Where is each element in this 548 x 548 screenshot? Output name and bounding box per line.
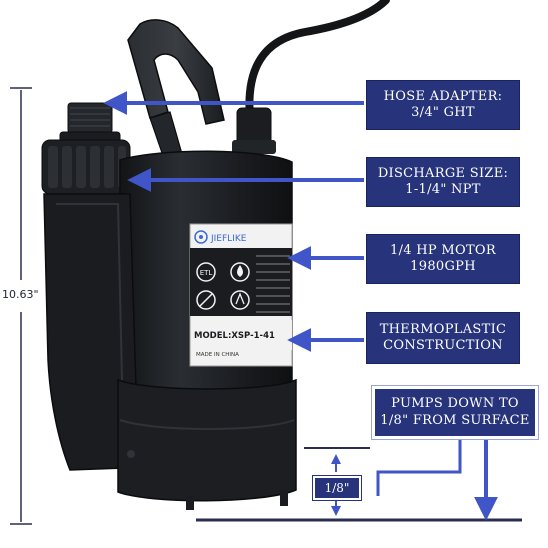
- etl-cert-icon: ETL: [196, 262, 216, 282]
- callout-line: 1/8" FROM SURFACE: [380, 412, 530, 428]
- callout-line: 1/4 HP MOTOR: [390, 242, 496, 258]
- callout-discharge-size: DISCHARGE SIZE: 1-1/4" NPT: [366, 157, 520, 207]
- callout-line: 1980GPH: [410, 259, 476, 274]
- water-drop-icon: [230, 262, 250, 282]
- carry-handle: [127, 19, 225, 125]
- gap-dimension: [304, 447, 370, 516]
- pump-base: [117, 378, 297, 502]
- thermal-protect-icon: [230, 290, 250, 310]
- product-label-plate: ETL: [189, 223, 293, 367]
- model-number: MODEL:XSP-1-41: [194, 331, 275, 341]
- callout-line: CONSTRUCTION: [383, 338, 503, 353]
- svg-text:ETL: ETL: [200, 269, 213, 277]
- callout-construction: THERMOPLASTIC CONSTRUCTION: [366, 312, 520, 364]
- callout-motor: 1/4 HP MOTOR 1980GPH: [366, 234, 520, 284]
- callout-line: 1-1/4" NPT: [405, 182, 481, 197]
- height-dimension: [10, 87, 32, 525]
- callout-pumps-down: PUMPS DOWN TO 1/8" FROM SURFACE: [372, 386, 538, 439]
- gap-badge: 1/8": [312, 475, 362, 501]
- callout-line: HOSE ADAPTER:: [383, 88, 503, 104]
- callout-line: DISCHARGE SIZE:: [377, 165, 509, 181]
- pump-logo-icon: [194, 230, 208, 244]
- hose-adapter-fitting: [59, 102, 121, 145]
- power-cord: [245, 0, 390, 122]
- discharge-collar: [41, 139, 131, 195]
- made-in-label: MADE IN CHINA: [196, 352, 239, 358]
- callout-hose-adapter: HOSE ADAPTER: 3/4" GHT: [366, 80, 520, 130]
- brand-name: JIEFLIKE: [210, 234, 247, 244]
- callout-line: 3/4" GHT: [411, 105, 475, 120]
- pumps-down-arrow-left: [376, 436, 462, 496]
- callout-line: THERMOPLASTIC: [379, 321, 507, 337]
- no-clog-icon: [196, 290, 216, 310]
- callout-line: PUMPS DOWN TO: [391, 396, 519, 412]
- height-label: 10.63": [2, 288, 39, 301]
